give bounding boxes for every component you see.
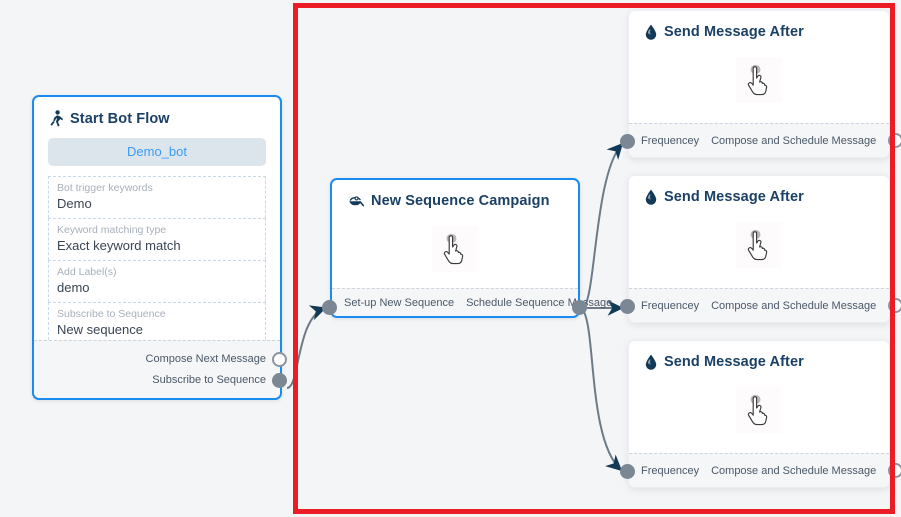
output-label-compose-and-schedule-message: Compose and Schedule Message	[711, 134, 877, 147]
node-start-bot-flow[interactable]: Start Bot Flow Demo_bot Bot trigger keyw…	[32, 95, 287, 400]
water-drop-icon	[645, 354, 657, 370]
output-label-schedule-sequence-message: Schedule Sequence Message	[466, 296, 613, 309]
running-person-icon	[50, 110, 63, 127]
pointing-hand-cursor	[736, 57, 782, 103]
input-port-frequencey-1[interactable]	[620, 134, 635, 149]
field-label: Bot trigger keywords	[57, 182, 153, 194]
send-message-after-3-header: Send Message After	[629, 341, 889, 379]
node-send-message-after-2[interactable]: Send Message After Frequencey Compose an…	[628, 175, 901, 323]
node-send-message-after-3[interactable]: Send Message After Frequencey Compose an…	[628, 340, 901, 488]
input-label-frequencey: Frequencey	[641, 299, 700, 312]
pointing-hand-cursor	[736, 222, 782, 268]
field-bot-trigger-keywords[interactable]: Bot trigger keywords Demo	[48, 176, 266, 218]
start-bot-flow-title: Start Bot Flow	[70, 110, 170, 127]
input-label-frequencey: Frequencey	[641, 464, 700, 477]
start-bot-flow-header: Start Bot Flow	[34, 97, 280, 136]
send-message-after-2-header: Send Message After	[629, 176, 889, 214]
send-message-after-1-title: Send Message After	[664, 24, 804, 40]
field-keyword-matching-type[interactable]: Keyword matching type Exact keyword matc…	[48, 218, 266, 260]
field-value: Demo	[57, 196, 92, 211]
edge-start-to-sequence	[286, 305, 327, 389]
new-sequence-campaign-body	[332, 218, 578, 280]
input-port-frequencey-3[interactable]	[620, 464, 635, 479]
output-port-filled[interactable]	[272, 372, 287, 388]
send-message-after-1-header: Send Message After	[629, 11, 889, 49]
new-sequence-campaign-header: New Sequence Campaign	[332, 180, 578, 218]
output-port-hollow[interactable]	[888, 298, 901, 313]
send-message-after-3-footer: Frequencey Compose and Schedule Message	[629, 453, 901, 487]
output-label: Subscribe to Sequence	[152, 374, 266, 386]
field-value: Exact keyword match	[57, 238, 181, 253]
input-label-setup-new-sequence: Set-up New Sequence	[344, 296, 455, 309]
edge-sequence-to-card3	[582, 309, 623, 472]
send-message-after-2-body	[629, 214, 889, 276]
node-send-message-after-1[interactable]: Send Message After Frequencey Compose an…	[628, 10, 901, 158]
output-port-hollow[interactable]	[888, 133, 901, 148]
input-port-frequencey-2[interactable]	[620, 299, 635, 314]
start-bot-flow-footer: Compose Next Message Subscribe to Sequen…	[34, 340, 287, 398]
field-label: Subscribe to Sequence	[57, 308, 166, 320]
send-message-after-2-footer: Frequencey Compose and Schedule Message	[629, 288, 901, 322]
start-bot-flow-fields: Bot trigger keywords Demo Keyword matchi…	[48, 176, 266, 345]
field-value: New sequence	[57, 322, 143, 337]
bot-selector-pill[interactable]: Demo_bot	[48, 138, 266, 166]
send-message-after-3-body	[629, 379, 889, 441]
input-label-frequencey: Frequencey	[641, 134, 700, 147]
output-label: Compose Next Message	[145, 353, 266, 365]
node-new-sequence-campaign[interactable]: New Sequence Campaign Set-up New Sequenc…	[330, 178, 612, 318]
campaign-bowl-icon	[348, 194, 364, 209]
pointing-hand-cursor	[736, 387, 782, 433]
edge-sequence-to-card1	[582, 142, 624, 309]
field-subscribe-to-sequence[interactable]: Subscribe to Sequence New sequence	[48, 302, 266, 345]
output-label-compose-and-schedule-message: Compose and Schedule Message	[711, 299, 877, 312]
output-port-schedule-sequence-message[interactable]	[572, 300, 587, 315]
field-label: Keyword matching type	[57, 224, 167, 236]
field-label: Add Label(s)	[57, 266, 117, 278]
pointing-hand-cursor	[432, 226, 478, 272]
water-drop-icon	[645, 189, 657, 205]
input-port-setup-new-sequence[interactable]	[322, 300, 337, 315]
output-port-hollow[interactable]	[888, 463, 901, 478]
send-message-after-1-footer: Frequencey Compose and Schedule Message	[629, 123, 901, 157]
output-label-compose-and-schedule-message: Compose and Schedule Message	[711, 464, 877, 477]
output-port-hollow[interactable]	[272, 351, 287, 367]
field-add-labels[interactable]: Add Label(s) demo	[48, 260, 266, 302]
output-subscribe-to-sequence[interactable]: Subscribe to Sequence	[152, 371, 287, 390]
water-drop-icon	[645, 24, 657, 40]
new-sequence-campaign-footer: Set-up New Sequence Schedule Sequence Me…	[332, 288, 612, 316]
output-compose-next-message[interactable]: Compose Next Message	[145, 350, 287, 369]
send-message-after-1-body	[629, 49, 889, 111]
send-message-after-3-title: Send Message After	[664, 354, 804, 370]
new-sequence-campaign-title: New Sequence Campaign	[371, 193, 550, 209]
field-value: demo	[57, 280, 90, 295]
send-message-after-2-title: Send Message After	[664, 189, 804, 205]
